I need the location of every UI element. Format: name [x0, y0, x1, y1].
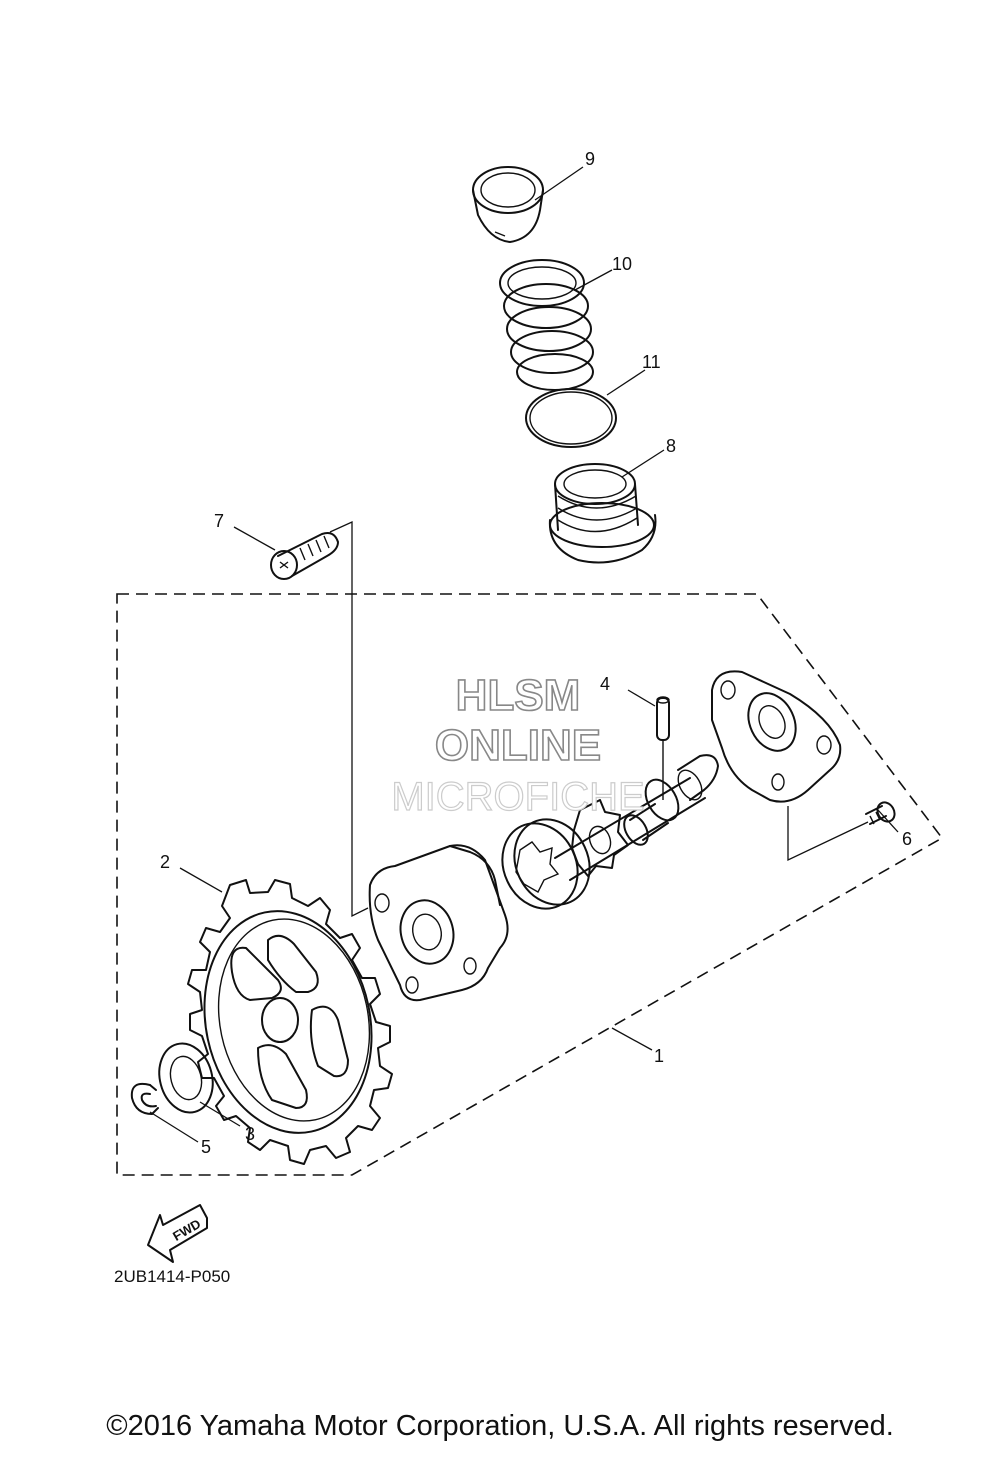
part-7-screw	[270, 532, 339, 580]
part-8-plug	[548, 463, 657, 564]
watermark-line-1: HLSM	[456, 671, 581, 720]
callout-1: 1	[654, 1046, 664, 1066]
diagram-code: 2UB1414-P050	[114, 1267, 230, 1286]
part-3-washer	[158, 1042, 214, 1114]
part-2-drive-gear	[187, 879, 393, 1165]
watermark-line-2: ONLINE	[435, 721, 601, 770]
callout-5: 5	[201, 1137, 211, 1157]
part-5-circlip	[130, 1082, 159, 1115]
pump-shaft	[554, 754, 719, 881]
watermark-line-3: MICROFICHE	[391, 775, 644, 819]
callout-2: 2	[160, 852, 170, 872]
callout-8: 8	[666, 436, 676, 456]
callout-11: 11	[642, 352, 661, 372]
part-6-bolt	[865, 801, 896, 825]
copyright-notice: ©2016 Yamaha Motor Corporation, U.S.A. A…	[106, 1410, 894, 1442]
pump-body	[368, 844, 509, 1002]
fwd-arrow-icon: FWD	[147, 1204, 208, 1263]
callout-6: 6	[902, 829, 912, 849]
leader-lines	[149, 166, 899, 1143]
callout-10: 10	[612, 254, 632, 274]
part-9-cap	[472, 166, 544, 243]
outer-rotor	[501, 818, 591, 910]
callout-7: 7	[214, 511, 224, 531]
callout-4: 4	[600, 674, 610, 694]
part-11-o-ring	[525, 388, 617, 448]
pump-cover	[711, 670, 842, 803]
assembly-outline-1	[116, 593, 944, 1176]
callout-3: 3	[245, 1124, 255, 1144]
guide-line-bolt-6	[787, 806, 869, 862]
callout-9: 9	[585, 149, 595, 169]
part-10-spring	[499, 259, 594, 391]
guide-line-screw-7	[329, 520, 369, 918]
part-4-pin	[656, 696, 670, 741]
